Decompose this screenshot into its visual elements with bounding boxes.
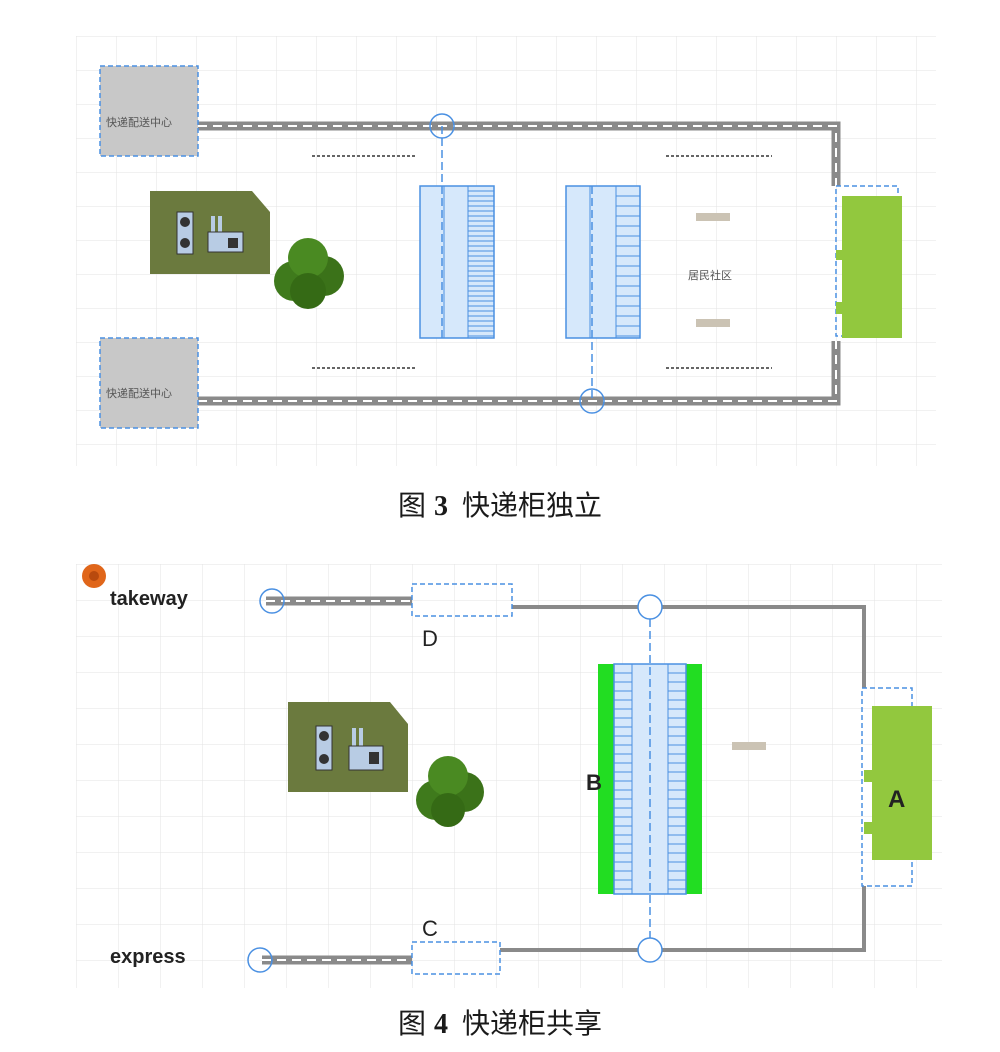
road-marker (732, 742, 766, 750)
label-d: D (422, 626, 438, 651)
bottom-road (198, 341, 841, 406)
connector-node (429, 113, 455, 139)
figure-3-panel: 快递配送中心 快递配送中心 居民社区 (76, 36, 936, 466)
road-marker (696, 319, 730, 327)
figure-4-panel: takeway express D C B A (76, 564, 942, 988)
takeway-endpoint (259, 588, 285, 614)
connector-node (579, 388, 605, 414)
building-icon (150, 191, 270, 274)
takeway-label: takeway (110, 588, 188, 610)
label-b: B (586, 770, 602, 795)
orange-marker-icon (82, 564, 106, 588)
label-c: C (422, 916, 438, 941)
community-block-a (861, 687, 932, 887)
locker-2 (565, 185, 641, 339)
caption-prefix: 图 (397, 1007, 426, 1040)
caption-number: 4 (434, 1009, 448, 1040)
distribution-center-bottom-label: 快递配送中心 (106, 387, 172, 400)
station-c (411, 941, 501, 975)
express-label: express (110, 946, 186, 968)
distribution-center-top-label: 快递配送中心 (106, 116, 172, 129)
locker-1 (419, 185, 495, 339)
road-marker (696, 213, 730, 221)
express-endpoint (247, 947, 273, 973)
caption-text: 快递柜共享 (462, 1007, 603, 1040)
top-road (198, 121, 841, 186)
caption-prefix: 图 (397, 489, 426, 522)
connector-node (637, 594, 663, 620)
community-block (835, 185, 902, 338)
top-road (266, 596, 866, 688)
building-icon (288, 702, 408, 792)
grid-background (76, 564, 942, 988)
figure-4-canvas (76, 564, 942, 988)
label-a: A (888, 786, 906, 813)
tree-icon (416, 756, 484, 827)
figure-3-canvas (76, 36, 936, 466)
tree-icon (274, 238, 344, 309)
station-d (411, 583, 513, 617)
connector-node (637, 937, 663, 963)
distribution-center-bottom (99, 337, 199, 429)
bottom-road (262, 886, 866, 965)
caption-text: 快递柜独立 (462, 489, 603, 522)
caption-number: 3 (434, 491, 448, 522)
distribution-center-top (99, 65, 199, 157)
community-label: 居民社区 (688, 269, 732, 282)
